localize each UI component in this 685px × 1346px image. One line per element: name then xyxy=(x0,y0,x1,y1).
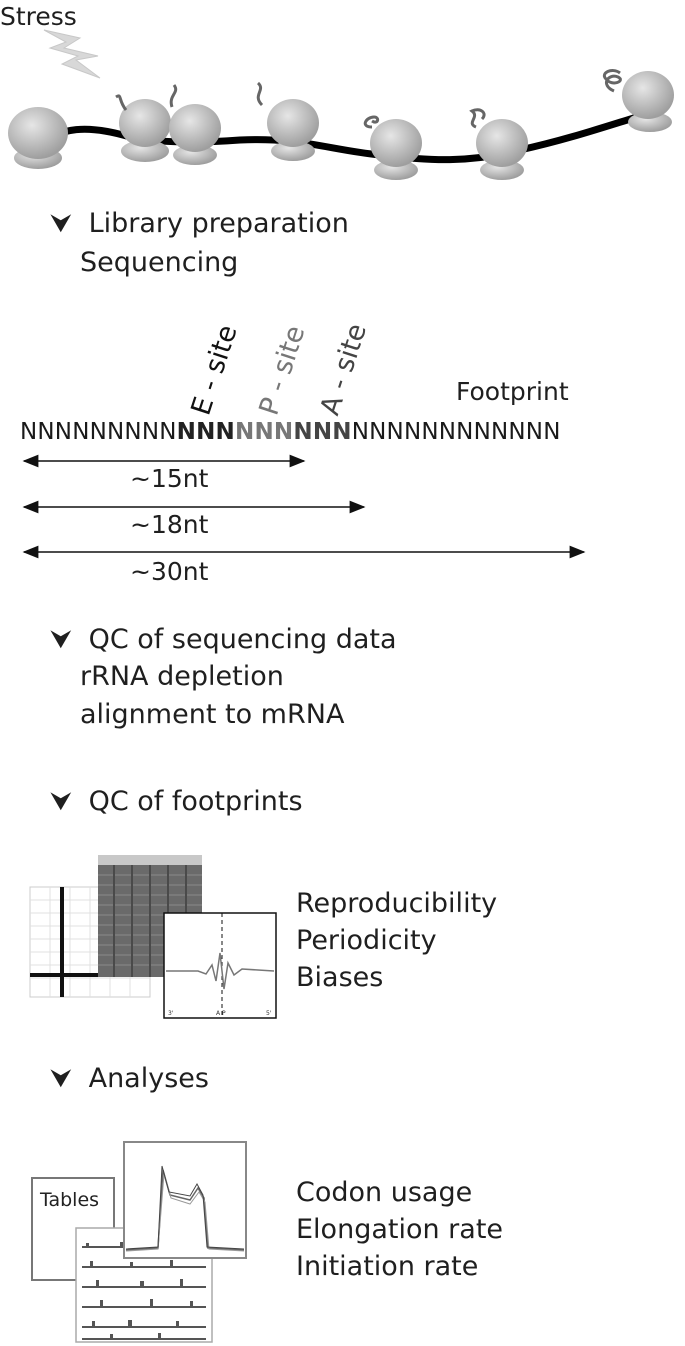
ribosome-7 xyxy=(603,69,674,132)
footprint-sequence: NNNNNNNNNNNNNNNNNNNNNNNNNNNNNN xyxy=(20,419,561,445)
length-arrows xyxy=(22,454,586,559)
seq-upstream: NNNNNNNNN xyxy=(20,419,177,445)
chevron-down-icon: ⮟ xyxy=(49,209,73,239)
ribosome-5 xyxy=(363,115,422,180)
a-site-label: A - site xyxy=(314,319,374,419)
step-library-line-1: Library preparation xyxy=(88,208,349,239)
step-library-line-2: Sequencing xyxy=(80,247,239,278)
analysis-item-elongation-rate: Elongation rate xyxy=(296,1214,504,1245)
step-qc-seq-line-1: QC of sequencing data xyxy=(88,624,397,655)
ribosome-1 xyxy=(8,107,68,169)
seq-p-site: NNN xyxy=(235,419,294,445)
step-qc-footprints-label: QC of footprints xyxy=(88,786,303,817)
profile-plot-thumbnail xyxy=(123,1141,247,1259)
lightning-icon xyxy=(43,29,101,79)
footprint-label: Footprint xyxy=(456,377,569,406)
step-qc-footprints: ⮟ QC of footprints xyxy=(48,783,303,821)
stress-label: Stress xyxy=(0,2,77,31)
ribosome-2 xyxy=(115,94,171,162)
qc-thumbnails: 3' A P 5' xyxy=(29,855,277,1019)
chevron-down-icon: ⮟ xyxy=(49,1064,73,1094)
p-site-label: P - site xyxy=(253,321,312,419)
length-30nt: ~30nt xyxy=(130,557,209,586)
e-site-label: E - site xyxy=(185,321,244,419)
chevron-down-icon: ⮟ xyxy=(49,625,73,655)
qc-item-periodicity: Periodicity xyxy=(296,925,437,956)
tables-label: Tables xyxy=(39,1189,99,1211)
step-analyses: ⮟ Analyses xyxy=(48,1060,209,1098)
step-qc-seq-line-2: rRNA depletion xyxy=(80,661,284,692)
meta-axis-right: 5' xyxy=(266,1010,272,1017)
seq-a-site: NNN xyxy=(293,419,352,445)
seq-downstream: NNNNNNNNNNNN xyxy=(351,419,561,445)
step-qc-seq-line-3: alignment to mRNA xyxy=(80,699,345,730)
qc-item-reproducibility: Reproducibility xyxy=(296,888,498,919)
qc-item-biases: Biases xyxy=(296,962,384,993)
analyses-thumbnails: Tables xyxy=(31,1141,247,1343)
ribosome-3 xyxy=(169,84,221,165)
meta-axis-mid: A P xyxy=(216,1010,226,1017)
meta-axis-left: 3' xyxy=(168,1010,174,1017)
chevron-down-icon: ⮟ xyxy=(49,787,73,817)
seq-e-site: NNN xyxy=(176,419,236,445)
step-qc-seq: ⮟ QC of sequencing data xyxy=(48,621,397,659)
length-18nt: ~18nt xyxy=(130,510,209,539)
mrna-ribosome-illustration xyxy=(8,69,674,180)
analysis-item-initiation-rate: Initiation rate xyxy=(296,1251,479,1282)
ribosome-6 xyxy=(469,108,528,180)
metaplot-thumbnail: 3' A P 5' xyxy=(163,912,277,1019)
ribosome-4 xyxy=(256,81,319,161)
step-library: ⮟ Library preparation xyxy=(48,205,349,243)
length-15nt: ~15nt xyxy=(130,464,209,493)
step-analyses-label: Analyses xyxy=(88,1063,209,1094)
analysis-item-codon-usage: Codon usage xyxy=(296,1177,473,1208)
